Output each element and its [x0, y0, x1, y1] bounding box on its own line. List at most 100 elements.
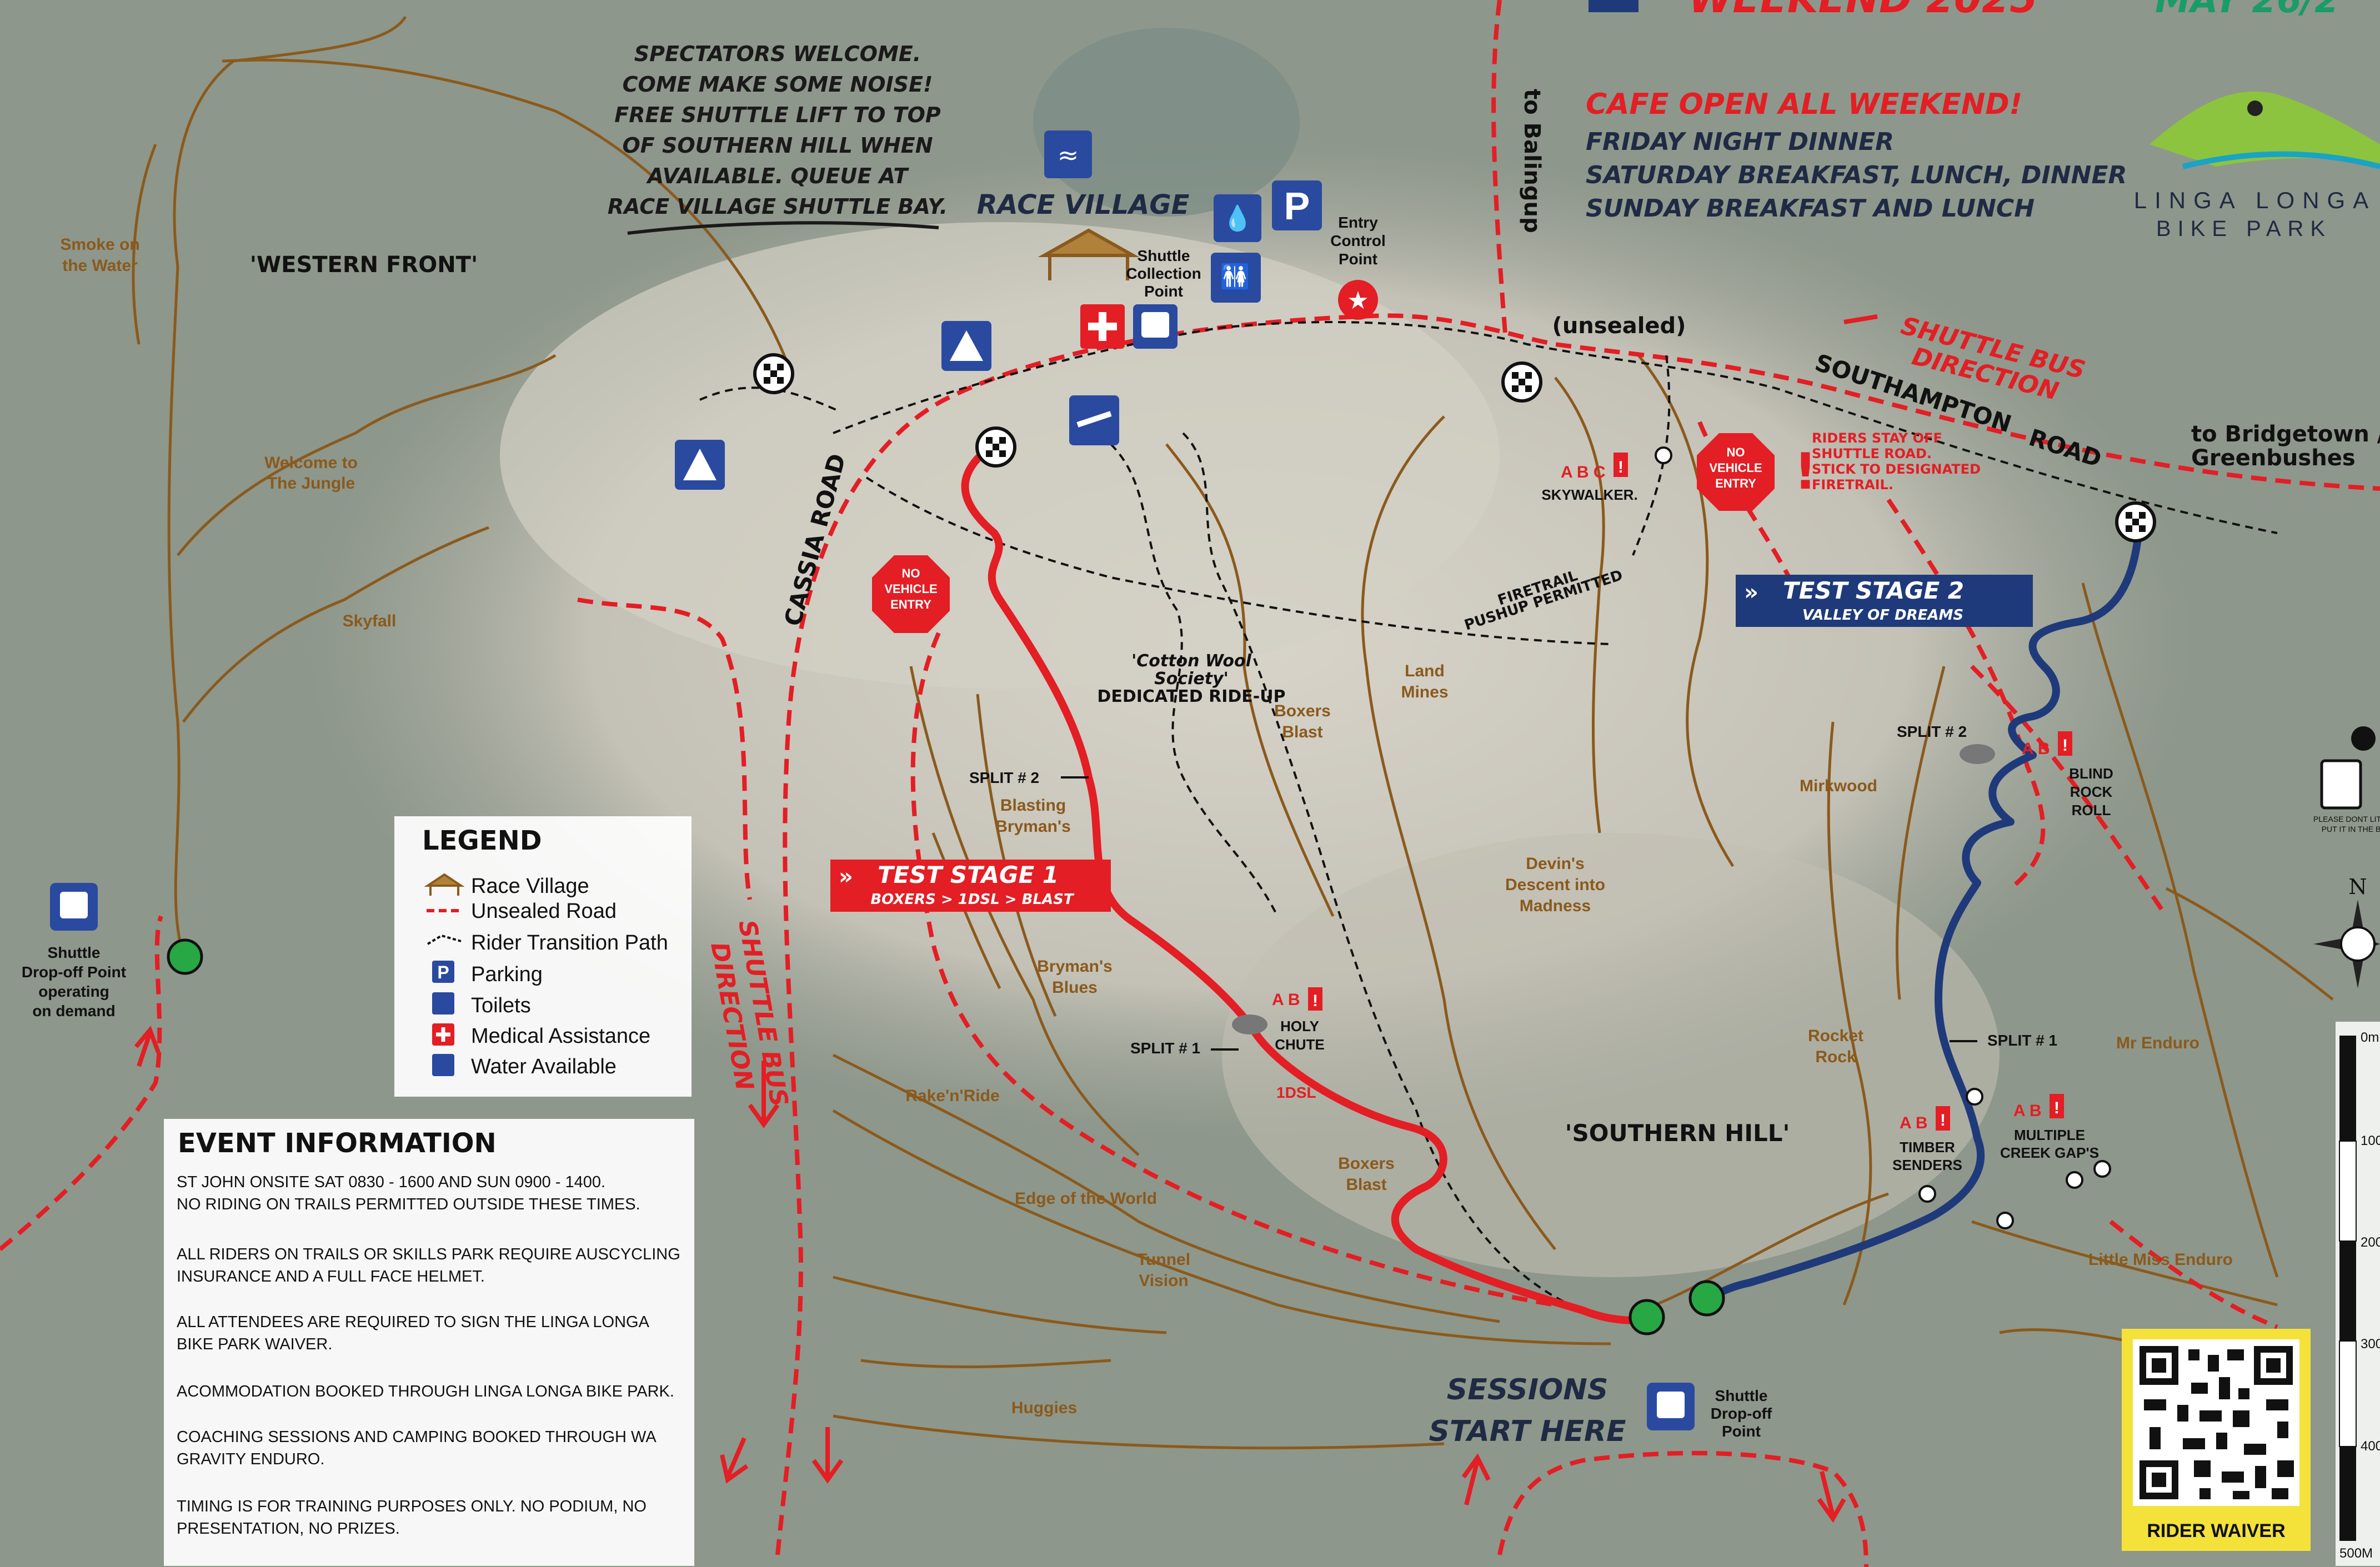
svg-text:DEDICATED RIDE-UP: DEDICATED RIDE-UP: [1097, 687, 1285, 706]
svg-text:!: !: [1312, 992, 1318, 1010]
svg-text:TEST STAGE 1: TEST STAGE 1: [878, 861, 1059, 888]
svg-text:!: !: [2054, 1099, 2060, 1117]
svg-text:ROLL: ROLL: [2072, 802, 2111, 818]
svg-text:PUT IT IN THE BIN: PUT IT IN THE BIN: [2322, 825, 2380, 833]
svg-text:Madness: Madness: [1520, 897, 1591, 915]
svg-text:Shuttle: Shuttle: [1138, 247, 1190, 264]
svg-text:Edge of the World: Edge of the World: [1015, 1189, 1157, 1208]
svg-text:SPLIT # 1: SPLIT # 1: [1130, 1039, 1200, 1057]
trail-mr-enduro: Mr Enduro: [2116, 1034, 2199, 1052]
stage-finish-marker: [1629, 1299, 1665, 1335]
svg-text:Point: Point: [1339, 250, 1377, 268]
svg-text:STICK TO DESIGNATED: STICK TO DESIGNATED: [1812, 461, 1981, 477]
shuttle-dropoff-marker: [167, 938, 203, 975]
svg-text:P: P: [1284, 184, 1310, 228]
svg-text:RIDERS STAY OFF: RIDERS STAY OFF: [1812, 430, 1942, 446]
svg-text:Shuttle: Shuttle: [48, 944, 101, 961]
svg-text:Control: Control: [1330, 232, 1386, 249]
svg-text:Medical Assistance: Medical Assistance: [471, 1024, 650, 1048]
compass-rose: N: [2313, 875, 2380, 988]
svg-text:Mirkwood: Mirkwood: [1800, 777, 1877, 795]
svg-text:🚻: 🚻: [1220, 262, 1251, 292]
svg-text:!: !: [1618, 458, 1624, 476]
no-vehicle-entry-sign: NO VEHICLE ENTRY: [872, 555, 950, 633]
svg-text:P: P: [437, 962, 449, 982]
svg-text:!: !: [2062, 736, 2068, 755]
gazebo-icon: [1038, 228, 1140, 280]
parking-icon: [1272, 180, 1322, 230]
to-balingup-label: to Balingup: [1519, 89, 1545, 233]
svg-text:Water Available: Water Available: [471, 1055, 617, 1078]
svg-text:to Bridgetown /: to Bridgetown /: [2191, 421, 2380, 447]
cafe-info: CAFE OPEN ALL WEEKEND! FRIDAY NIGHT DINN…: [1586, 88, 2127, 223]
event-dates: MAY 26/2: [2155, 0, 2339, 21]
svg-text:FRIDAY NIGHT DINNER: FRIDAY NIGHT DINNER: [1586, 128, 1894, 156]
svg-text:'Cotton Wool: 'Cotton Wool: [1131, 651, 1252, 671]
svg-text:AVAILABLE. QUEUE AT: AVAILABLE. QUEUE AT: [646, 164, 910, 188]
svg-text:!: !: [1794, 443, 1817, 501]
svg-text:Blues: Blues: [1052, 978, 1098, 997]
svg-text:ENTRY: ENTRY: [1715, 476, 1756, 490]
svg-text:SESSIONS: SESSIONS: [1447, 1373, 1609, 1407]
svg-text:PRESENTATION, NO PRIZES.: PRESENTATION, NO PRIZES.: [177, 1520, 400, 1538]
clearing-south: [1222, 833, 2000, 1277]
rock-icon-2: [1960, 744, 1995, 764]
svg-text:Collection: Collection: [1126, 265, 1201, 282]
svg-text:Little Miss Enduro: Little Miss Enduro: [2088, 1250, 2233, 1269]
svg-text:ROCK: ROCK: [2070, 783, 2113, 800]
svg-text:Blast: Blast: [1346, 1176, 1386, 1194]
svg-text:MULTIPLE: MULTIPLE: [2014, 1127, 2085, 1143]
svg-text:LINGA LONGA: LINGA LONGA: [2134, 187, 2376, 213]
riders-stay-off-note: RIDERS STAY OFF SHUTTLE ROAD. STICK TO D…: [1812, 430, 1981, 493]
svg-text:NO RIDING ON TRAILS PERMITTED: NO RIDING ON TRAILS PERMITTED OUTSIDE TH…: [177, 1196, 640, 1213]
parking-icon: [432, 961, 454, 983]
trail-mirkwood: Mirkwood: [1800, 777, 1877, 795]
trail-huggies: Huggies: [1011, 1399, 1077, 1417]
svg-text:PLEASE DONT LITTER: PLEASE DONT LITTER: [2313, 815, 2380, 823]
svg-text:TEST STAGE 2: TEST STAGE 2: [1783, 577, 1964, 604]
svg-text:GRAVITY ENDURO.: GRAVITY ENDURO.: [177, 1450, 324, 1468]
test-stage-2-badge: TEST STAGE 2 VALLEY OF DREAMS »: [1736, 575, 2033, 627]
svg-text:VALLEY OF DREAMS: VALLEY OF DREAMS: [1802, 607, 1963, 624]
mountain-logo-icon: [2149, 91, 2380, 167]
svg-text:SPLIT # 2: SPLIT # 2: [969, 769, 1039, 786]
rider-waiver-qr: RIDER WAIVER: [2122, 1329, 2311, 1551]
svg-text:BIKE PARK: BIKE PARK: [2156, 217, 2332, 241]
svg-text:SUNDAY BREAKFAST AND LUNCH: SUNDAY BREAKFAST AND LUNCH: [1586, 194, 2035, 223]
dashed-arrow-icon: [427, 934, 462, 945]
svg-text:on demand: on demand: [32, 1002, 115, 1019]
event-title: WEEKEND 2025: [1688, 0, 2037, 22]
toilets-icon: [1211, 253, 1261, 303]
trail-skyfall: Skyfall: [343, 612, 397, 630]
svg-text:BLIND: BLIND: [2069, 765, 2113, 782]
svg-text:Greenbushes: Greenbushes: [2191, 445, 2356, 471]
unsealed-label: (unsealed): [1552, 313, 1686, 339]
water-tap-icon: [1214, 194, 1261, 242]
svg-text:NO: NO: [1727, 445, 1745, 459]
transition-paths: [699, 321, 2278, 1312]
trash-bin-icon: [2320, 759, 2362, 810]
svg-text:Mines: Mines: [1401, 683, 1448, 701]
svg-text:1DSL: 1DSL: [1276, 1084, 1316, 1101]
svg-text:FREE SHUTTLE LIFT TO TOP: FREE SHUTTLE LIFT TO TOP: [614, 103, 941, 127]
svg-text:Bryman's: Bryman's: [995, 817, 1071, 836]
svg-text:≈: ≈: [1058, 140, 1079, 170]
svg-text:Rocket: Rocket: [1808, 1027, 1863, 1045]
svg-text:OF SOUTHERN HILL WHEN: OF SOUTHERN HILL WHEN: [622, 133, 933, 158]
svg-text:Point: Point: [1722, 1423, 1761, 1440]
svg-text:💧: 💧: [1222, 204, 1253, 233]
cafe-title: CAFE OPEN ALL WEEKEND!: [1586, 88, 2022, 121]
svg-text:ST JOHN ONSITE SAT 0830 - 1600: ST JOHN ONSITE SAT 0830 - 1600 AND SUN 0…: [177, 1173, 605, 1191]
svg-text:»: »: [1744, 580, 1758, 605]
trail-rakenride: Rake'n'Ride: [905, 1087, 999, 1105]
southern-hill-label: 'SOUTHERN HILL': [1565, 1119, 1790, 1147]
svg-text:SPECTATORS WELCOME.: SPECTATORS WELCOME.: [634, 42, 921, 66]
event-info-title: EVENT INFORMATION: [178, 1128, 497, 1159]
svg-text:»: »: [839, 864, 853, 890]
svg-text:TIMBER: TIMBER: [1900, 1139, 1955, 1156]
svg-text:Descent into: Descent into: [1505, 876, 1605, 894]
svg-text:A B: A B: [1900, 1114, 1928, 1132]
